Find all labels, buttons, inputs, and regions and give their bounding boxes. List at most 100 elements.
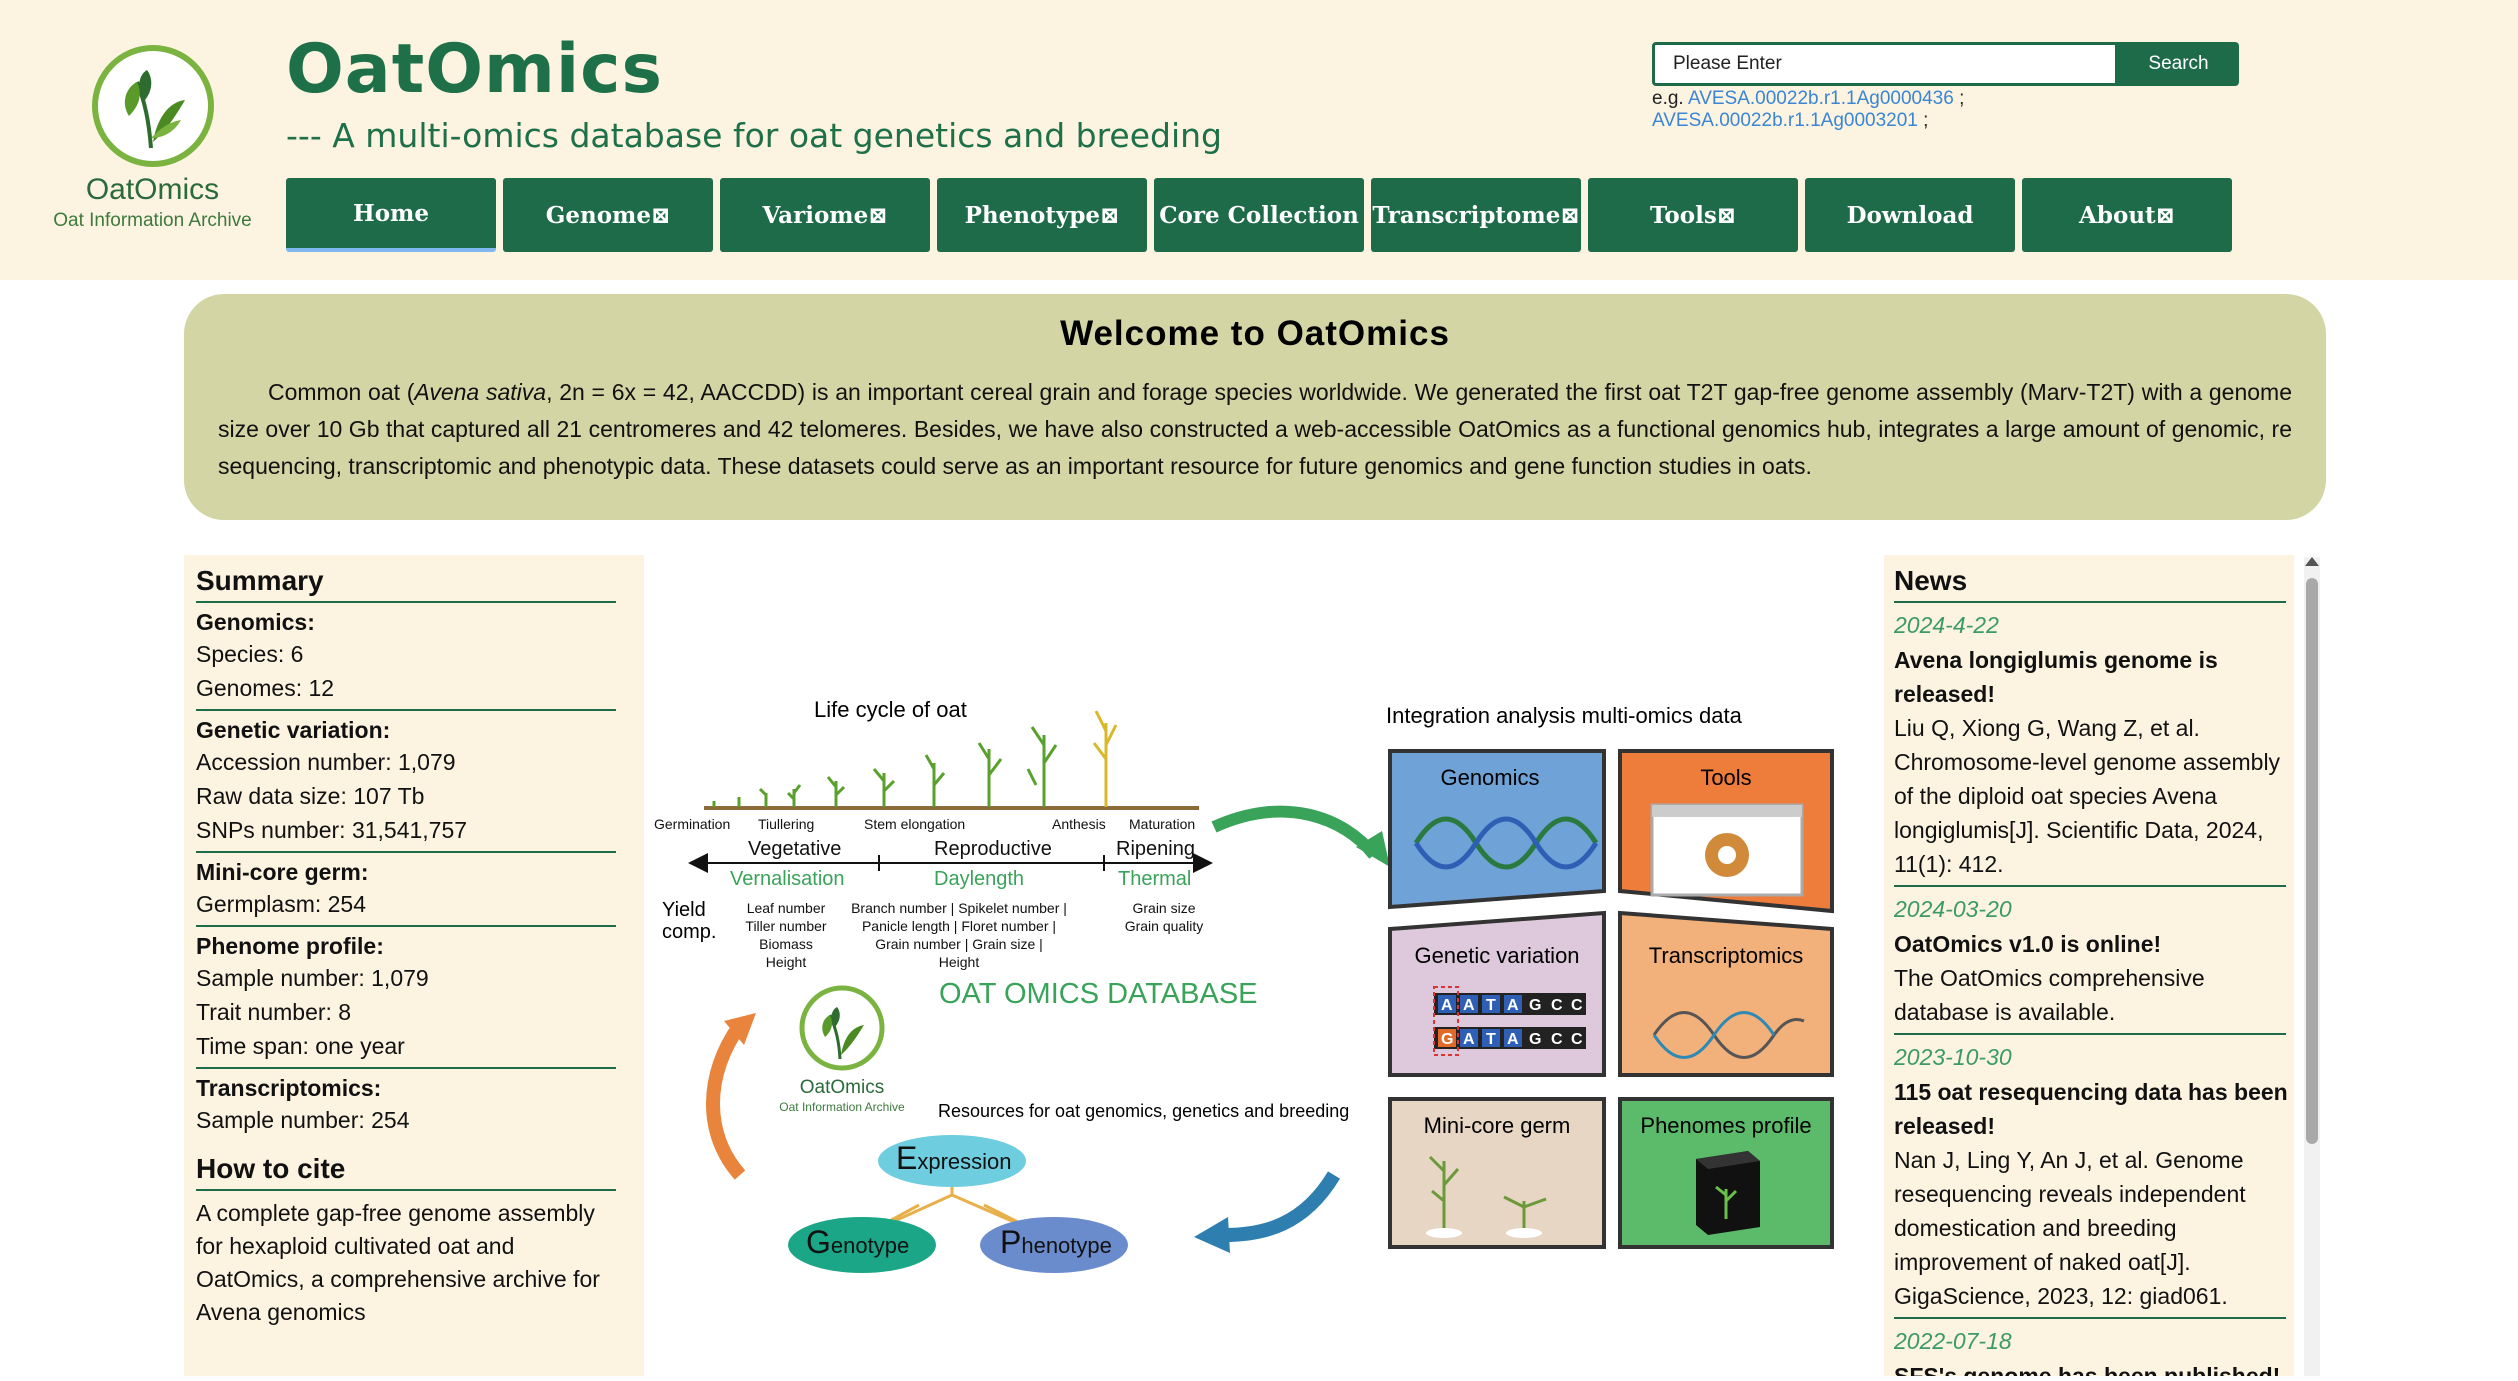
- news-title: News: [1894, 565, 2286, 603]
- nav-transcriptome[interactable]: Transcriptome⊠: [1371, 178, 1581, 252]
- orange-arrow-head: [724, 1013, 756, 1045]
- overview-diagram: Life cycle of oat Germination Tiullering…: [654, 697, 1834, 1273]
- base-letter: C: [1571, 997, 1583, 1014]
- news-headline[interactable]: Avena longiglumis genome is released!: [1894, 647, 2218, 707]
- nav-core-collection[interactable]: Core Collection: [1154, 178, 1364, 252]
- cite-text: A complete gap-free genome assembly for …: [196, 1200, 600, 1325]
- news-date: 2023-10-30: [1894, 1044, 2012, 1070]
- oat-logo-icon: [91, 45, 214, 167]
- news-headline[interactable]: 115 oat resequencing data has been relea…: [1894, 1079, 2288, 1139]
- green-arrow-head: [1356, 831, 1390, 867]
- summary-line: Sample number: 254: [196, 1107, 410, 1133]
- nav-about[interactable]: About⊠: [2022, 178, 2232, 252]
- trait-text: Height: [939, 954, 980, 970]
- oat-logo-small-icon: [799, 985, 885, 1071]
- summary-genomics-title: Genomics:: [196, 609, 315, 635]
- summary-phenome-title: Phenome profile:: [196, 933, 384, 959]
- nav-tools[interactable]: Tools⊠: [1588, 178, 1798, 252]
- summary-variation-title: Genetic variation:: [196, 717, 391, 743]
- scrollbar-thumb[interactable]: [2306, 578, 2318, 1144]
- expression-label: Expression: [896, 1140, 1012, 1176]
- overview-figure: Life cycle of oat Germination Tiullering…: [644, 555, 1866, 1376]
- divider: [1894, 1033, 2286, 1035]
- cite-title: How to cite: [196, 1153, 616, 1191]
- scroll-up-icon[interactable]: [2305, 557, 2319, 566]
- orange-arrow-icon: [706, 1020, 746, 1180]
- figure-canvas: Life cycle of oat Germination Tiullering…: [644, 555, 1866, 1376]
- driver-label: Thermal: [1118, 868, 1191, 890]
- trait-list-reproductive: Branch number | Spikelet number | Panicl…: [851, 900, 1067, 970]
- genotype-initial: G: [806, 1224, 831, 1260]
- base-letter: T: [1486, 1031, 1496, 1048]
- example-link-1[interactable]: AVESA.00022b.r1.1Ag0000436: [1687, 88, 1954, 109]
- base-letter: G: [1529, 997, 1541, 1014]
- trait-text: Grain quality: [1125, 918, 1204, 934]
- transcriptomics-tile[interactable]: [1618, 910, 1834, 1077]
- site-logo[interactable]: OatOmics Oat Information Archive: [50, 42, 255, 232]
- nav-genome[interactable]: Genome⊠: [503, 178, 713, 252]
- base-letter: C: [1551, 997, 1563, 1014]
- divider: [196, 925, 616, 927]
- search-input[interactable]: [1652, 42, 2118, 86]
- nav-download[interactable]: Download: [1805, 178, 2015, 252]
- example-separator: ;: [1959, 88, 1965, 109]
- driver-label: Vernalisation: [730, 868, 845, 890]
- genotype-rest: enotype: [831, 1233, 909, 1258]
- growth-stages: Germination Tiullering Stem elongation A…: [654, 816, 1195, 832]
- minicore-tile[interactable]: [1388, 1097, 1606, 1249]
- trait-list-ripening: Grain size Grain quality: [1125, 900, 1204, 934]
- trait-text: Tiller number: [745, 918, 827, 934]
- tile-label: Genetic variation: [1414, 943, 1579, 968]
- summary-minicore-title: Mini-core germ:: [196, 859, 369, 885]
- base-letter: C: [1551, 1031, 1563, 1048]
- nav-variome[interactable]: Variome⊠: [720, 178, 930, 252]
- divider: [1894, 885, 2286, 887]
- genotype-label: Genotype: [806, 1224, 909, 1260]
- trait-text: Biomass: [759, 936, 813, 952]
- logo-name: OatOmics: [85, 173, 220, 206]
- phase-labels: Vegetative Reproductive Ripening: [748, 838, 1195, 860]
- phase-label: Ripening: [1116, 838, 1195, 860]
- nav-phenotype[interactable]: Phenotype⊠: [937, 178, 1147, 252]
- summary-line: Time span: one year: [196, 1033, 405, 1059]
- base-letter: C: [1571, 1031, 1583, 1048]
- welcome-text-rest: , 2n = 6x = 42, AACCDD) is an important …: [218, 379, 2293, 479]
- divider: [196, 709, 616, 711]
- tile-label: Mini-core germ: [1424, 1113, 1571, 1138]
- base-letter: A: [1507, 1031, 1519, 1048]
- rna-icon: [1652, 1011, 1805, 1059]
- summary-transcriptomics-title: Transcriptomics:: [196, 1075, 382, 1101]
- base-letter: G: [1529, 1031, 1541, 1048]
- base-letter: G: [1441, 1031, 1453, 1048]
- search-examples: e.g. AVESA.00022b.r1.1Ag0000436 ; AVESA.…: [1652, 88, 1964, 132]
- welcome-title: Welcome to OatOmics: [1060, 314, 1450, 353]
- summary-line: Trait number: 8: [196, 999, 352, 1025]
- summary-line: SNPs number: 31,541,757: [196, 817, 468, 843]
- dna-sequence-icon: A A T A G C C G A T A G C C: [1433, 986, 1586, 1056]
- news-headline[interactable]: OatOmics v1.0 is online!: [1894, 931, 2162, 957]
- site-header: OatOmics Oat Information Archive OatOmic…: [0, 0, 2518, 280]
- search-button[interactable]: Search: [2118, 42, 2239, 86]
- nav-home[interactable]: Home: [286, 178, 496, 252]
- blue-arrow-icon: [1223, 1171, 1341, 1242]
- base-letter: A: [1441, 997, 1453, 1014]
- summary-line: Raw data size: 107 Tb: [196, 783, 425, 809]
- database-title: OAT OMICS DATABASE: [939, 978, 1258, 1010]
- news-headline[interactable]: SFS's genome has been published!: [1894, 1363, 2281, 1376]
- base-letter: A: [1507, 997, 1519, 1014]
- trait-text: Height: [766, 954, 807, 970]
- base-letter: T: [1486, 997, 1496, 1014]
- divider: [196, 851, 616, 853]
- site-subtitle: --- A multi-omics database for oat genet…: [286, 116, 1223, 155]
- small-logo-name: OatOmics: [800, 1077, 884, 1098]
- gear-icon: [1650, 803, 1804, 897]
- mature-oat-icon: [1092, 710, 1118, 807]
- welcome-text: Common oat (Avena sativa, 2n = 6x = 42, …: [218, 374, 2292, 485]
- example-link-2[interactable]: AVESA.00022b.r1.1Ag0003201: [1652, 110, 1918, 131]
- phase-label: Reproductive: [934, 838, 1052, 860]
- phenotype-rest: henotype: [1021, 1233, 1112, 1258]
- summary-panel: Summary Genomics: Species: 6 Genomes: 12…: [184, 555, 644, 1376]
- phase-label: Vegetative: [748, 838, 841, 860]
- news-body: Nan J, Ling Y, An J, et al. Genome reseq…: [1894, 1147, 2246, 1309]
- trait-text: Grain number | Grain size |: [875, 936, 1043, 952]
